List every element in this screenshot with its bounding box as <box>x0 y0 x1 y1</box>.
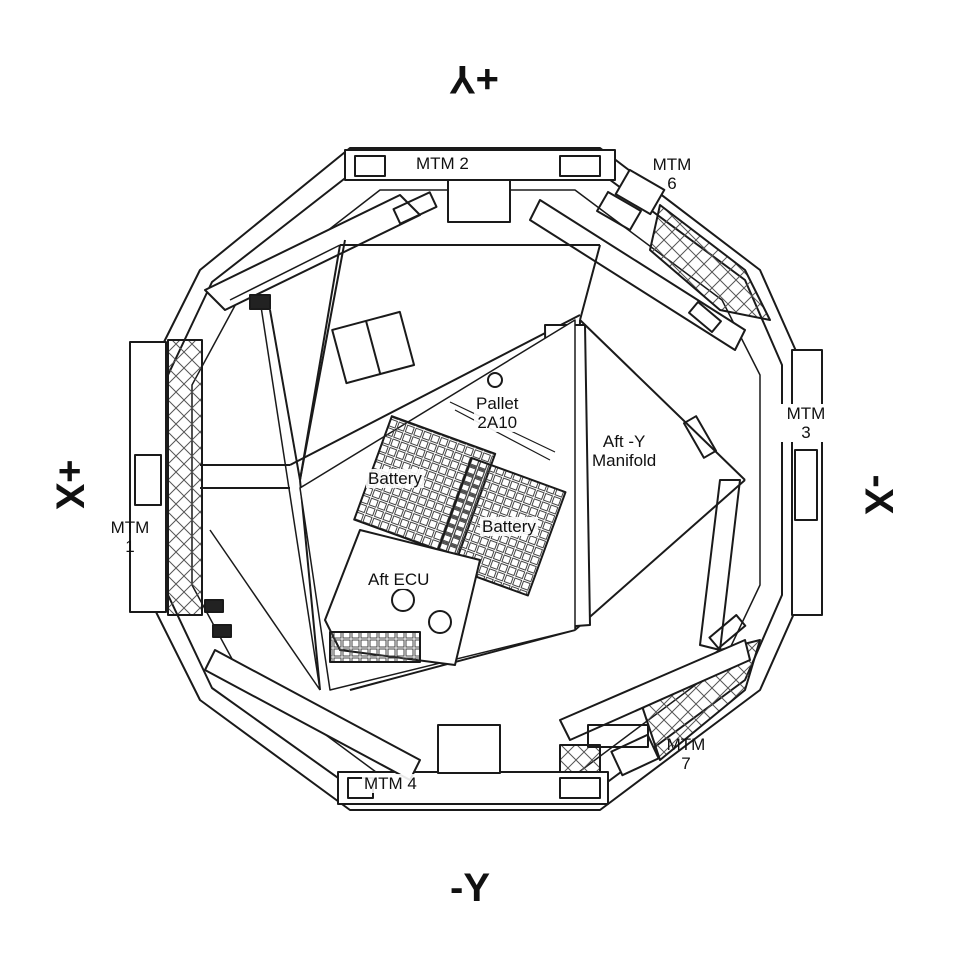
mtm3-label-line1: MTM <box>786 404 826 423</box>
manifold-label-line2: Manifold <box>592 451 657 471</box>
mtm7-label-line1: MTM <box>666 735 706 754</box>
battery-right-label: Battery <box>480 517 538 537</box>
hatch-pad-upper-right <box>649 204 771 321</box>
axis-plus-y-label: +Y <box>449 57 500 101</box>
mtm7-label-line2: 7 <box>681 754 691 774</box>
manifold-label: Aft -Y Manifold <box>590 432 659 471</box>
pallet-label: Pallet 2A10 <box>474 394 521 433</box>
axis-plus-x-label: +X <box>47 459 92 510</box>
pallet-label-line1: Pallet <box>476 394 519 413</box>
mtm6-block <box>614 168 666 216</box>
aft-ecu-label: Aft ECU <box>366 570 432 590</box>
battery-left-label: Battery <box>366 469 424 489</box>
manifold-label-line1: Aft -Y <box>602 432 646 451</box>
hatch-pad-left <box>167 339 203 616</box>
axis-minus-y-label: -Y <box>450 866 490 910</box>
mtm1-label-line2: 1 <box>125 537 135 557</box>
mtm1-label-line1: MTM <box>110 518 150 537</box>
mtm3-label: MTM 3 <box>776 404 836 443</box>
mtm3-label-line2: 3 <box>801 423 811 443</box>
mtm6-label-line2: 6 <box>667 174 677 194</box>
mtm7-block <box>610 733 660 777</box>
axis-minus-x-label: -X <box>856 474 901 515</box>
mtm7-label: MTM 7 <box>656 735 716 773</box>
mtm6-label: MTM 6 <box>642 155 702 193</box>
mtm6-label-line1: MTM <box>652 155 692 174</box>
pallet-label-line2: 2A10 <box>477 413 518 433</box>
mtm2-label: MTM 2 <box>414 154 471 174</box>
mtm1-label: MTM 1 <box>100 518 160 556</box>
mtm4-label: MTM 4 <box>362 774 419 794</box>
